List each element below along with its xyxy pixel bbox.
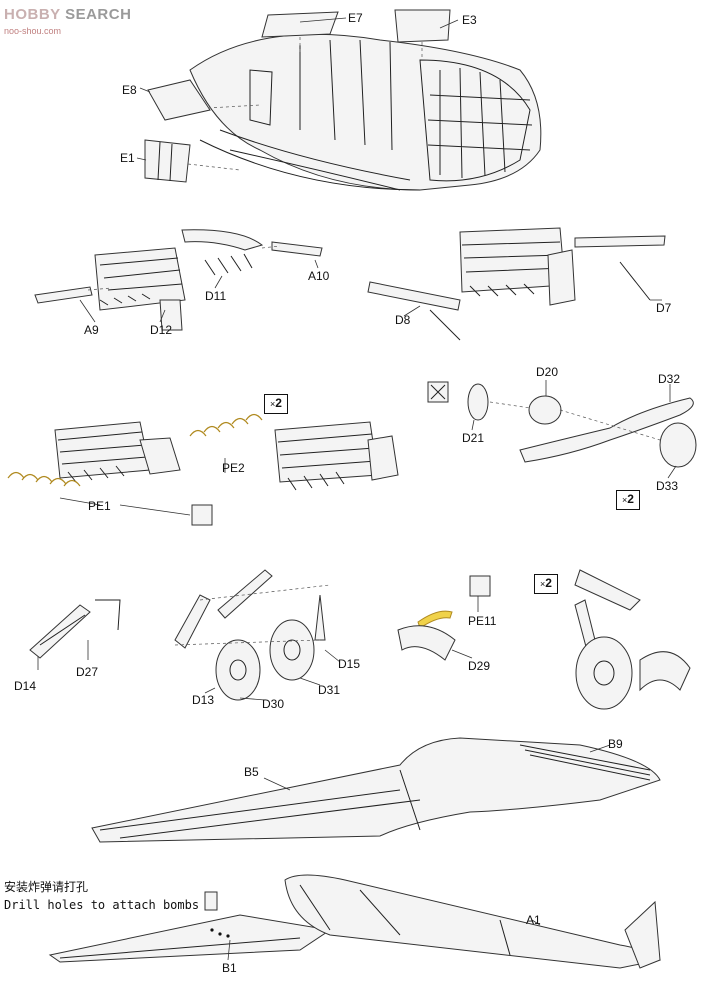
- part-d21: [467, 383, 489, 421]
- engine-right-drawing: [367, 227, 666, 341]
- qty-x2-badge-2: ×2: [616, 490, 640, 510]
- label-a9: A9: [84, 323, 99, 337]
- label-d27: D27: [76, 665, 99, 679]
- label-pe11: PE11: [468, 614, 497, 628]
- drill-note-zh: 安装炸弹请打孔: [4, 880, 89, 894]
- propeller-drawing: [427, 380, 697, 479]
- label-d14: D14: [14, 679, 37, 693]
- label-d33: D33: [656, 479, 679, 493]
- label-pe2: PE2: [222, 461, 245, 475]
- pe-photo-etch-icon-2: [469, 575, 491, 597]
- label-a1: A1: [526, 913, 541, 927]
- pe-photo-etch-icon: [191, 504, 213, 526]
- label-d21: D21: [462, 431, 485, 445]
- qty-x2-badge-1: ×PE22: [264, 394, 288, 414]
- drill-note-en: Drill holes to attach bombs: [4, 898, 200, 912]
- label-d20: D20: [536, 365, 559, 379]
- wing-top-drawing: [91, 737, 661, 843]
- panel-e8: [147, 79, 211, 121]
- label-b1: B1: [222, 961, 237, 975]
- watermark-logo: HOBBY SEARCH: [4, 6, 132, 23]
- panel-e1: [144, 139, 191, 183]
- engine-left-drawing: [34, 229, 323, 331]
- label-d31: D31: [318, 683, 341, 697]
- label-d11: D11: [205, 289, 227, 303]
- label-e1: E1: [120, 151, 135, 165]
- drill-icon: [204, 891, 218, 911]
- propeller-blades-d32: [519, 397, 694, 463]
- panel-e7: [261, 11, 339, 38]
- label-b9: B9: [608, 737, 623, 751]
- wing-bottom-drawing: [48, 891, 332, 963]
- panel-e3: [394, 9, 451, 43]
- fuselage-rear-drawing: [284, 874, 662, 969]
- watermark-site: noo-shou.com: [4, 26, 62, 36]
- label-d13: D13: [192, 693, 215, 707]
- qty-x2-badge-3: ×2: [534, 574, 558, 594]
- label-a10: A10: [308, 269, 330, 283]
- label-e3: E3: [462, 13, 477, 27]
- label-d29: D29: [468, 659, 491, 673]
- label-pe1: PE1: [88, 499, 111, 513]
- engine-pe-right-drawing: [274, 421, 399, 491]
- pe11-strip: [417, 610, 453, 629]
- gear-assembly-drawing: [574, 569, 691, 710]
- label-e8: E8: [122, 83, 137, 97]
- label-e7: E7: [348, 11, 363, 25]
- engine-pe-left-drawing: [7, 413, 263, 526]
- part-d29: [397, 625, 456, 661]
- label-d7: D7: [656, 301, 672, 315]
- cockpit-fuselage-drawing: [136, 9, 542, 191]
- label-b5: B5: [244, 765, 259, 779]
- spinner-d33: [659, 422, 697, 468]
- part-d20: [528, 395, 562, 425]
- label-d30: D30: [262, 697, 285, 711]
- label-d15: D15: [338, 657, 361, 671]
- label-d12: D12: [150, 323, 173, 337]
- gear-parts-drawing: [29, 569, 341, 701]
- label-d32: D32: [658, 372, 681, 386]
- fairing-drawing: [397, 575, 491, 661]
- wheel-d31: [269, 619, 315, 681]
- label-d8: D8: [395, 313, 411, 327]
- wheel-d30: [215, 639, 261, 701]
